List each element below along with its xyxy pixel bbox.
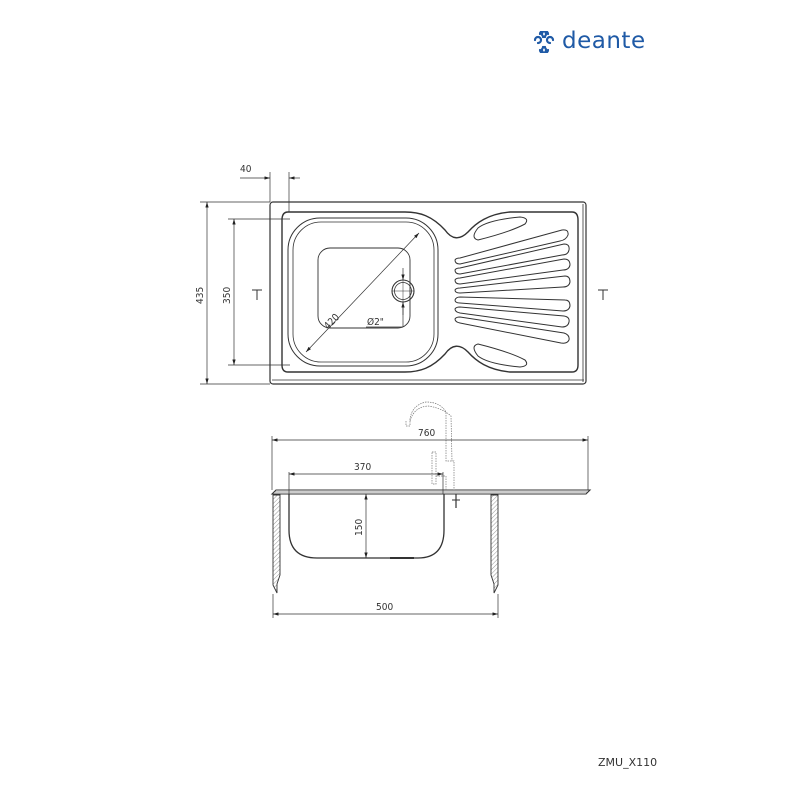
side-view-dimensions [271,436,589,618]
dim-total-depth: 435 [195,287,206,304]
brand-logo: deante [532,30,646,53]
dim-edge-offset: 40 [240,164,252,175]
faucet-outline [405,401,455,490]
drainboard-grooves [454,216,571,368]
dim-total-width: 760 [418,428,435,439]
top-view [252,201,608,385]
side-view [270,401,592,594]
brand-name: deante [562,28,646,54]
deante-logo-icon [533,30,555,53]
product-code: ZMU_X110 [598,756,658,769]
dim-bowl-height: 150 [354,519,365,536]
dim-bowl-diagonal: 420 [322,312,342,332]
top-view-dimensions [200,172,420,385]
dim-bowl-offset: 370 [354,462,371,473]
dim-drain: Ø2" [367,316,384,328]
dim-bowl-depth: 350 [222,287,233,304]
dim-cabinet-width: 500 [376,602,393,613]
section-marks [252,289,608,300]
